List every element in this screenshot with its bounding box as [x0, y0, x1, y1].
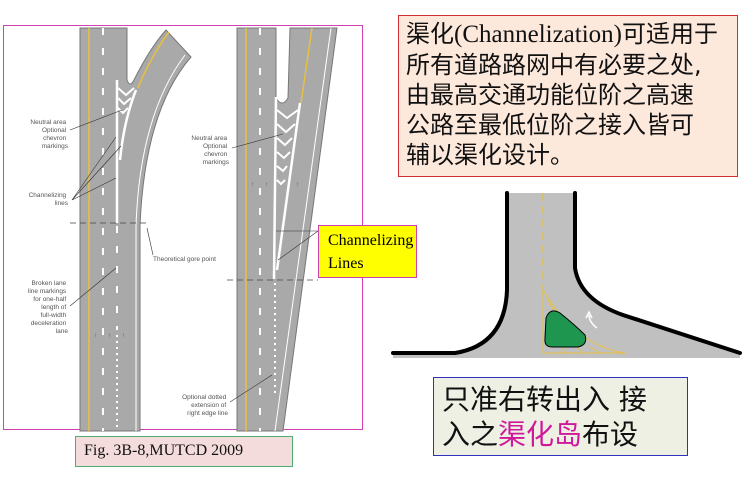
leader-lines-left	[69, 109, 154, 307]
right-ramp-yellow	[300, 27, 313, 104]
leader-lines-right	[229, 133, 319, 403]
intro-line3: 由最高交通功能位阶之高速	[406, 81, 694, 109]
label-channelizing-lines: Channelizing lines	[29, 192, 69, 207]
channelizing-lines-callout: Channelizing Lines	[318, 225, 417, 278]
label-neutral-area-right: Neutral area Optional chevron markings	[191, 135, 229, 166]
chevron-markings-right	[276, 109, 299, 186]
figure-caption: Fig. 3B-8,MUTCD 2009	[75, 436, 293, 467]
intersection-road-surface	[393, 193, 740, 358]
channelizing-lines-left	[115, 80, 138, 223]
arrow-icon: ↑	[108, 332, 111, 339]
intro-line1-en: (Channelization)	[454, 21, 622, 48]
note-line2-suffix: 布设	[582, 418, 639, 451]
callout-line1: Channelizing	[328, 232, 414, 249]
label-neutral-area-left: Neutral area Optional chevron markings	[30, 119, 68, 150]
note-line1: 只准右转出入 接	[442, 383, 647, 416]
arrow-icon: ↑	[265, 181, 268, 188]
right-turn-note-box: 只准右转出入 接 入之渠化岛布设	[433, 377, 688, 456]
intro-line2: 所有道路路网中有必要之处,	[406, 51, 702, 79]
left-ramp-yellow	[137, 31, 170, 89]
note-highlight: 渠化岛	[498, 418, 583, 451]
turn-arrow-icon	[585, 310, 598, 329]
intro-line1-prefix: 渠化	[406, 20, 454, 48]
intro-line4: 公路至最低位阶之接入皆可	[406, 111, 694, 139]
channelization-island	[544, 310, 587, 348]
intro-line5: 辅以渠化设计。	[406, 141, 574, 169]
intersection-left-curb	[391, 191, 509, 355]
label-broken-lane: Broken lane line markings for one-half l…	[28, 280, 68, 335]
left-road-diagram: ↑ ↑ ↑ Neutral area Optional chevron mark…	[28, 27, 216, 432]
right-edge-white	[274, 27, 332, 432]
label-dotted-extension: Optional dotted extension of right edge …	[182, 394, 228, 417]
island-hatch-outline	[542, 288, 626, 354]
note-line2: 入之渠化岛布设	[442, 417, 687, 452]
note-line2-prefix: 入之	[442, 418, 499, 451]
right-road-diagram: ↑ ↑ ↑ Neutral area Optional chevron mark…	[182, 27, 338, 432]
arrow-icon: ↑	[122, 332, 125, 339]
chevron-markings-left	[117, 87, 135, 115]
intro-line1: 渠化(Channelization)可适用于	[406, 19, 737, 50]
intersection-right-curb	[573, 191, 742, 355]
left-ramp-edge	[135, 54, 186, 431]
arrow-icon: ↑	[296, 181, 299, 188]
label-gore-point: Theoretical gore point	[153, 256, 216, 263]
channelizing-lines-right	[272, 96, 302, 280]
intro-line1-suffix: 可适用于	[622, 20, 718, 48]
t-intersection-diagram	[391, 191, 742, 358]
callout-line2: Lines	[328, 255, 364, 272]
intro-text-box: 渠化(Channelization)可适用于 所有道路路网中有必要之处, 由最高…	[398, 15, 738, 177]
arrow-icon: ↑	[94, 332, 97, 339]
arrow-icon: ↑	[251, 181, 254, 188]
